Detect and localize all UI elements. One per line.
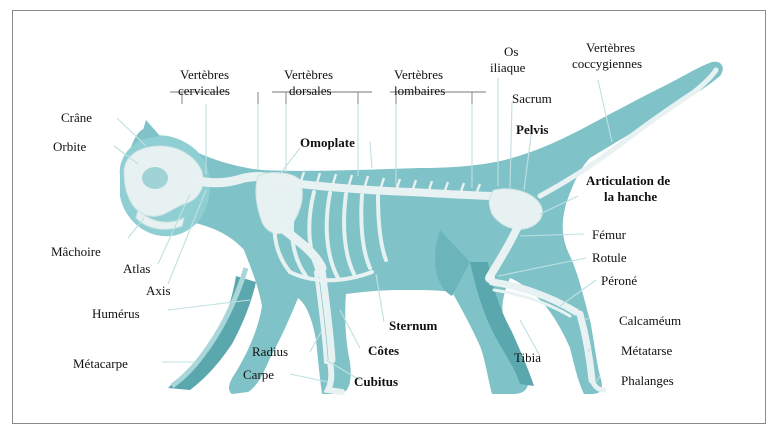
label-pelvis: Pelvis (516, 122, 549, 137)
label-articulation-2: la hanche (604, 189, 657, 204)
label-machoire: Mâchoire (51, 244, 101, 259)
label-phalanges: Phalanges (621, 373, 674, 388)
label-vert-lombaires-2: lombaires (394, 83, 445, 98)
label-crane: Crâne (61, 110, 92, 125)
label-vert-coccygiennes-1: Vertèbres (586, 40, 635, 55)
label-calcaneum: Calcaméum (619, 313, 681, 328)
label-humerus: Humérus (92, 306, 140, 321)
label-vert-cervicales-1: Vertèbres (180, 67, 229, 82)
label-rotule: Rotule (592, 250, 627, 265)
label-perone: Péroné (601, 273, 637, 288)
label-vert-coccygiennes-2: coccygiennes (572, 56, 642, 71)
label-atlas: Atlas (123, 261, 150, 276)
label-orbite: Orbite (53, 139, 86, 154)
label-metacarpe: Métacarpe (73, 356, 128, 371)
label-metatarse: Métatarse (621, 343, 672, 358)
label-omoplate: Omoplate (300, 135, 355, 150)
label-femur: Fémur (592, 227, 627, 242)
label-sacrum: Sacrum (512, 91, 552, 106)
label-tibia: Tibia (514, 350, 541, 365)
label-articulation-1: Articulation de (586, 173, 670, 188)
label-vert-dorsales-2: dorsales (289, 83, 332, 98)
label-os-iliaque-1: Os (504, 44, 518, 59)
label-sternum: Sternum (389, 318, 438, 333)
eye-socket (142, 167, 168, 189)
label-radius: Radius (252, 344, 288, 359)
label-vert-cervicales-2: cervicales (178, 83, 230, 98)
label-vert-lombaires-1: Vertèbres (394, 67, 443, 82)
label-carpe: Carpe (243, 367, 274, 382)
label-cotes: Côtes (368, 343, 399, 358)
label-vert-dorsales-1: Vertèbres (284, 67, 333, 82)
label-os-iliaque-2: iliaque (490, 60, 526, 75)
label-cubitus: Cubitus (354, 374, 398, 389)
label-axis: Axis (146, 283, 171, 298)
